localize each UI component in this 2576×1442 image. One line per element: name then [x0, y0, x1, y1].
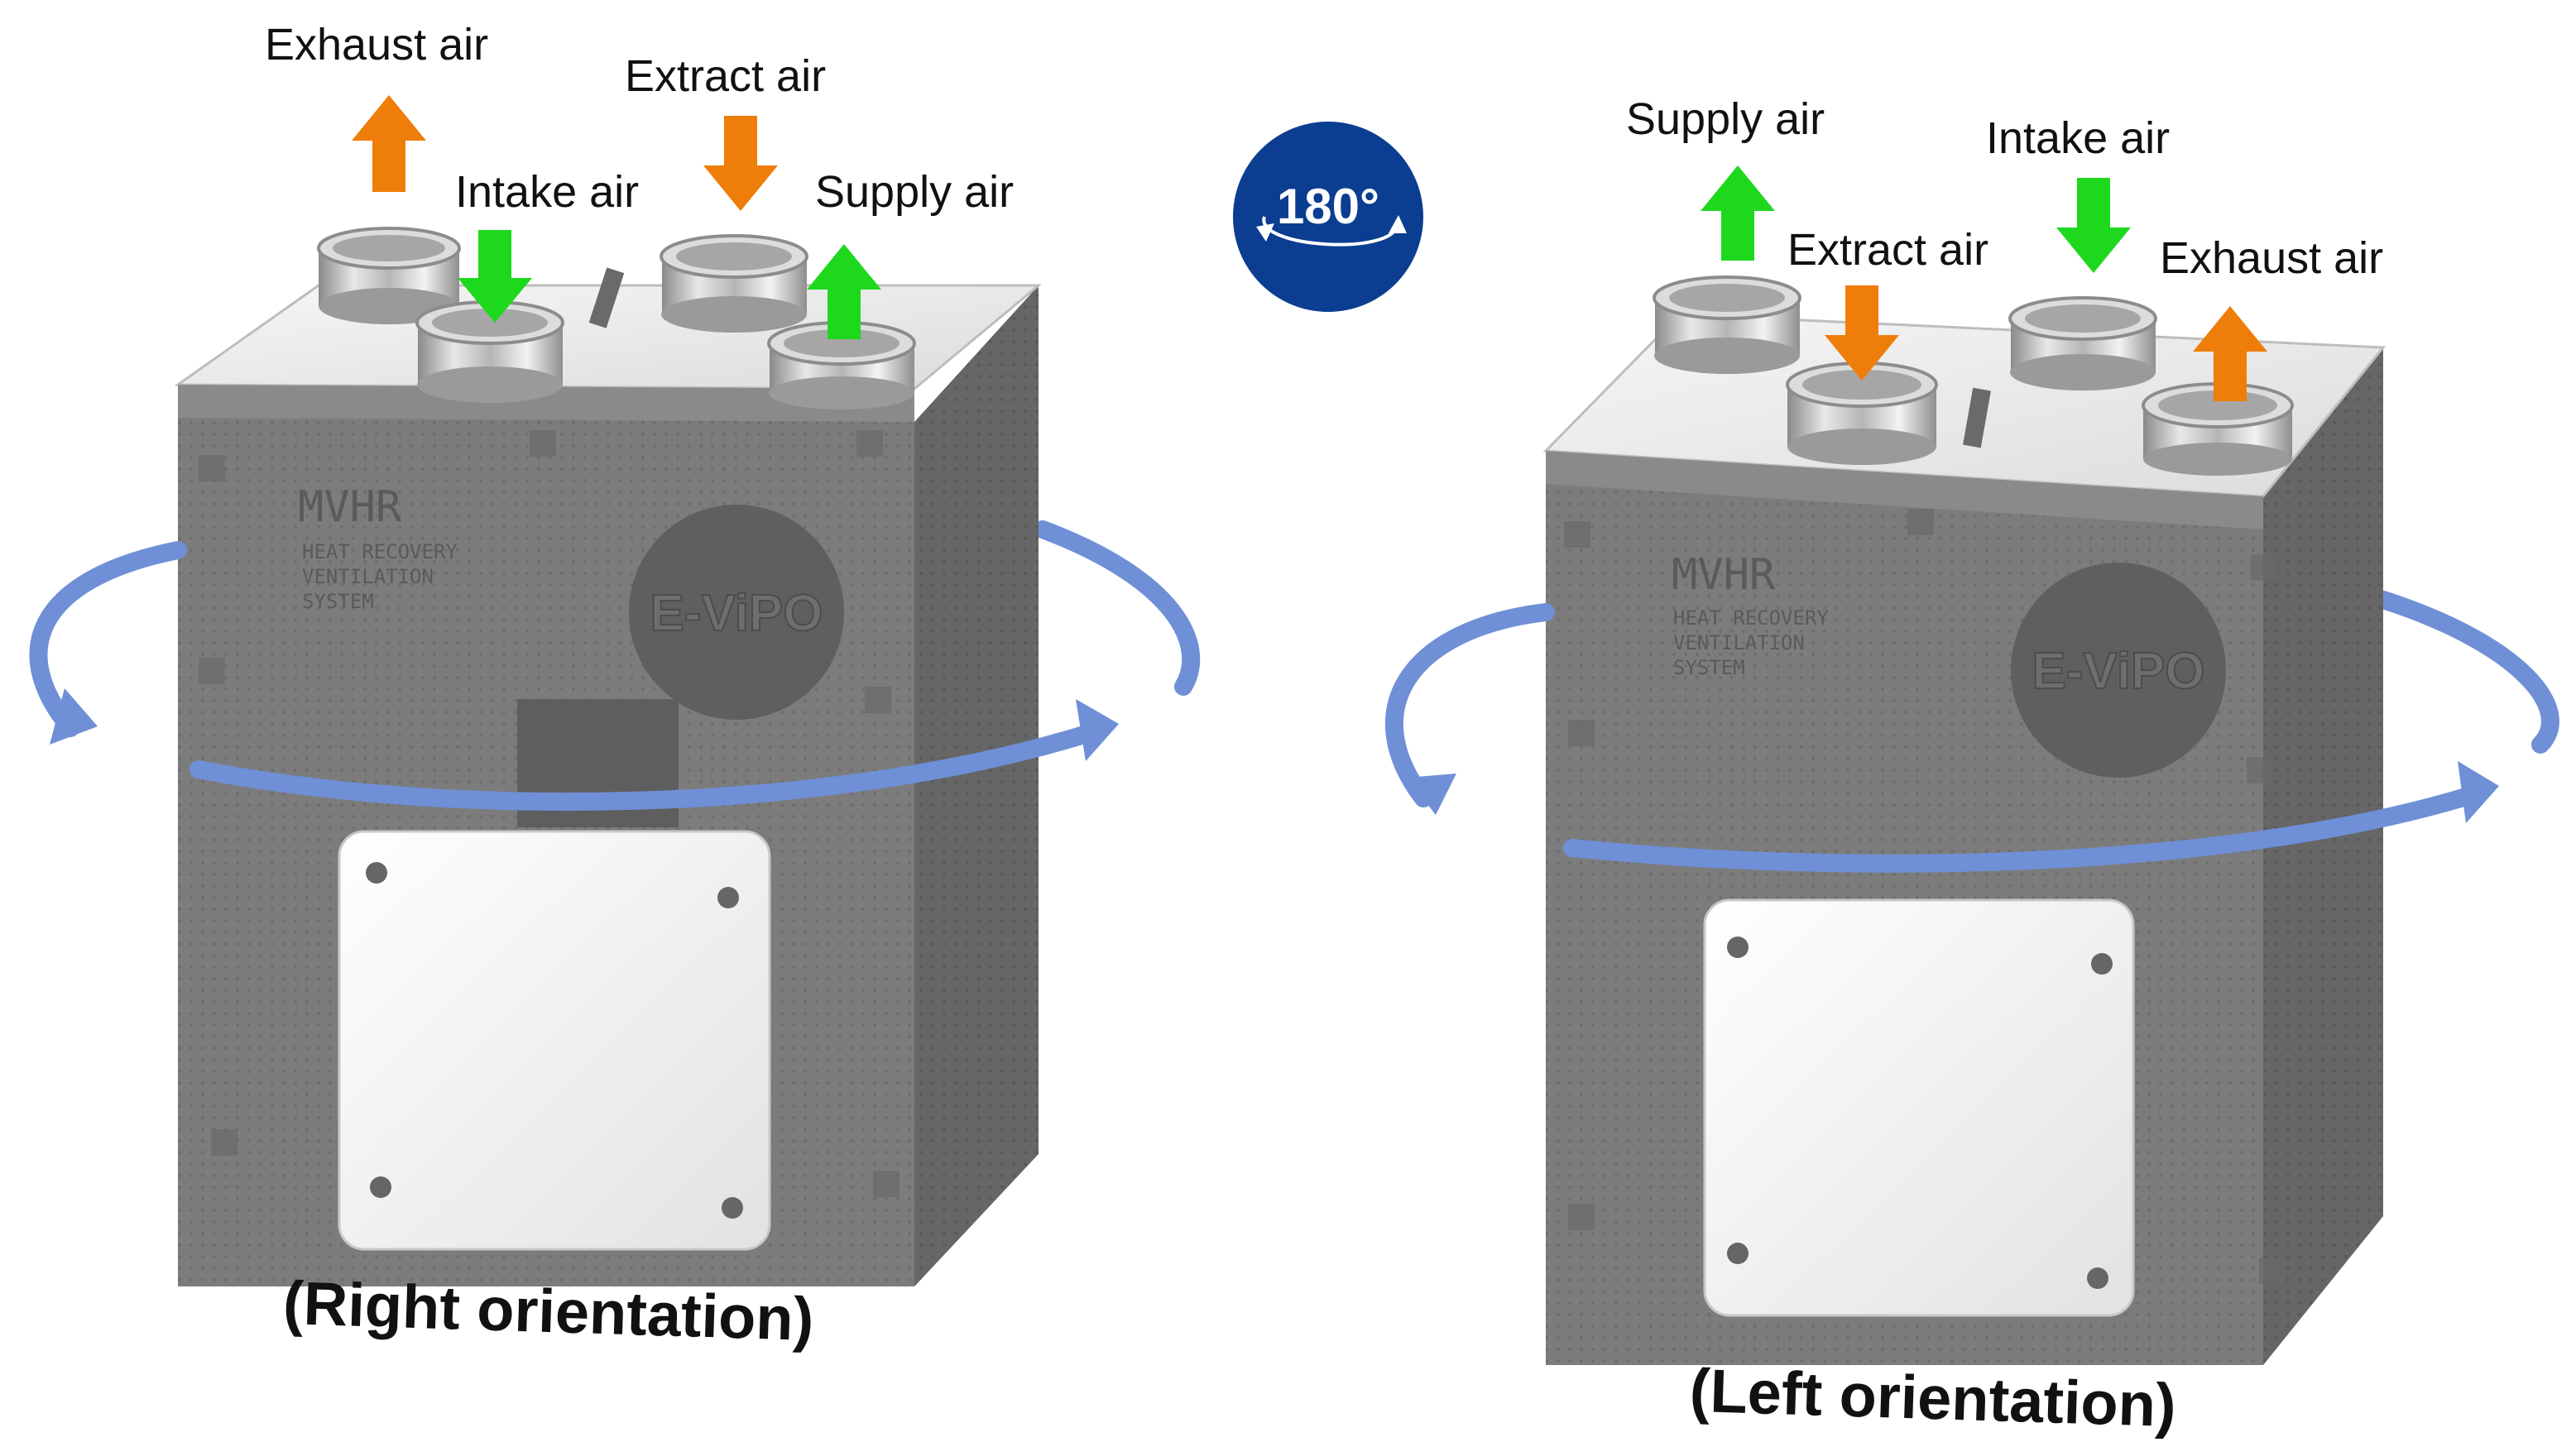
rotation-badge: 180°: [1233, 122, 1423, 312]
label-extract-air: Extract air: [1787, 225, 1988, 275]
intake-arrow-down: [458, 230, 532, 323]
label-extract-air: Extract air: [625, 51, 826, 101]
label-intake-air: Intake air: [1986, 113, 2170, 163]
right-unit: MVHR HEAT RECOVERY VENTILATION SYSTEM E-…: [29, 20, 1201, 1353]
rotation-arrowhead-front: [2458, 761, 2499, 823]
spigot-intake: [415, 300, 564, 403]
rotation-arrow-front: [1563, 785, 2483, 873]
unit-title: MVHR: [298, 482, 402, 532]
access-panel: [338, 830, 771, 1251]
caption-left-orientation: (Left orientation): [1689, 1356, 2177, 1440]
exhaust-arrow-up: [352, 95, 426, 192]
corner-markers: [1564, 509, 2286, 1284]
rotation-arrow-back: [1034, 520, 1201, 696]
unit-title: MVHR: [1672, 550, 1776, 600]
access-panel: [1703, 898, 2135, 1317]
spigot-extract: [1786, 362, 1938, 465]
unit-side-face: [2263, 347, 2383, 1365]
rotation-arrowhead-front: [1076, 699, 1119, 761]
intake-arrow-down: [2056, 178, 2131, 273]
svg-text:E-ViPO: E-ViPO: [650, 585, 823, 642]
brand-logo: E-ViPO: [629, 505, 844, 720]
cable-connector: [588, 267, 625, 328]
unit-subtitle-line2: VENTILATION: [302, 565, 434, 588]
unit-rim: [178, 385, 914, 422]
spigot-extract: [660, 234, 808, 333]
rotation-arrowhead-left: [1407, 774, 1456, 815]
label-exhaust-air: Exhaust air: [2160, 233, 2383, 283]
unit-side-face: [914, 285, 1039, 1286]
brand-logo: E-ViPO: [2011, 563, 2226, 778]
unit-subtitle-line3: SYSTEM: [302, 590, 374, 613]
svg-text:E-ViPO: E-ViPO: [2032, 643, 2204, 700]
caption-right-orientation: (Right orientation): [282, 1268, 815, 1353]
unit-subtitle-line1: HEAT RECOVERY: [1673, 606, 1829, 630]
rotation-arrow-left: [29, 541, 187, 737]
badge-label: 180°: [1277, 179, 1379, 234]
label-exhaust-air: Exhaust air: [265, 20, 488, 69]
supply-arrow-up: [1701, 165, 1775, 261]
rotation-arrow-back: [2374, 591, 2559, 754]
supply-arrow-up: [807, 244, 881, 339]
unit-subtitle-line2: VENTILATION: [1673, 631, 1805, 654]
spigot-exhaust: [317, 227, 461, 324]
cable-connector: [1963, 387, 1991, 448]
rotation-arrow-front: [189, 723, 1101, 811]
rotation-arrowhead-left: [50, 688, 98, 745]
spigot-supply: [767, 321, 916, 410]
unit-subtitle-line1: HEAT RECOVERY: [302, 540, 458, 563]
spigot-exhaust: [2142, 382, 2294, 476]
extract-arrow-down: [703, 116, 778, 211]
rotation-arrow-left: [1384, 603, 1555, 807]
label-supply-air: Supply air: [815, 167, 1014, 217]
spigot-intake: [2008, 296, 2157, 390]
unit-rim: [1546, 451, 2263, 529]
unit-subtitle-line3: SYSTEM: [1673, 656, 1745, 679]
label-supply-air: Supply air: [1626, 94, 1825, 144]
exhaust-arrow-up: [2193, 306, 2267, 401]
left-unit: MVHR HEAT RECOVERY VENTILATION SYSTEM E-…: [1384, 94, 2559, 1440]
extract-arrow-down: [1825, 285, 1899, 381]
label-intake-air: Intake air: [455, 167, 639, 217]
corner-markers: [199, 430, 899, 1197]
spigot-supply: [1653, 275, 1801, 374]
